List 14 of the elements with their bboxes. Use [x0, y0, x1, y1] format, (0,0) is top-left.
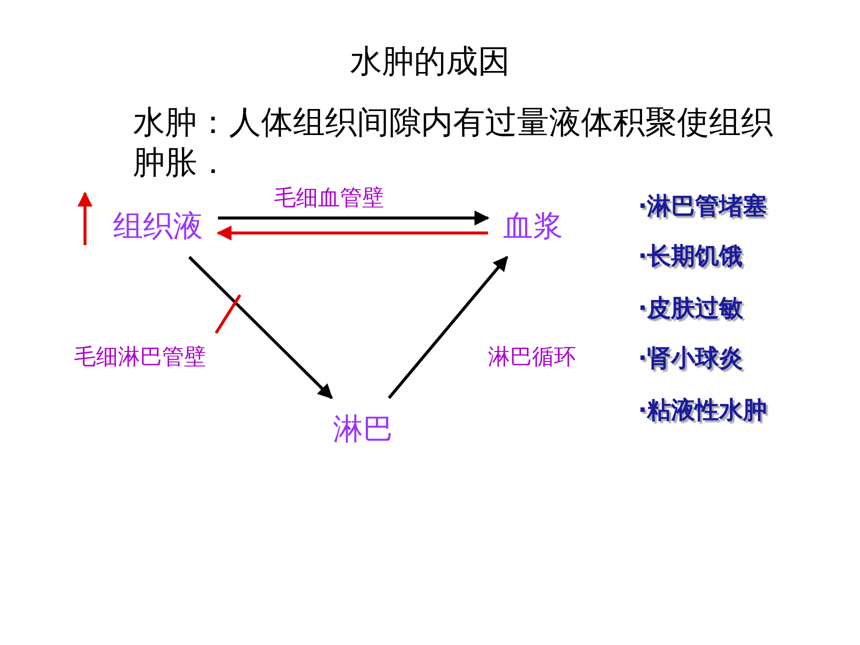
cause-item: ·皮肤过敏: [638, 293, 744, 324]
arrow: [218, 210, 490, 226]
cause-item: ·肾小球炎: [638, 343, 744, 374]
arrow: [388, 256, 508, 399]
node-label: 组织液: [108, 205, 208, 247]
cause-item: ·粘液性水肿: [638, 395, 768, 426]
node-label: 血浆: [498, 205, 568, 247]
cause-item: ·淋巴管堵塞: [638, 191, 768, 222]
arrow: [188, 256, 333, 400]
arrow: [216, 226, 488, 240]
cause-item: ·长期饥饿: [638, 241, 744, 272]
definition-text: 水肿：人体组织间隙内有过量液体积聚使组织肿胀．: [133, 102, 774, 182]
title: 水肿的成因: [349, 41, 511, 82]
node-label: 淋巴: [328, 408, 398, 450]
